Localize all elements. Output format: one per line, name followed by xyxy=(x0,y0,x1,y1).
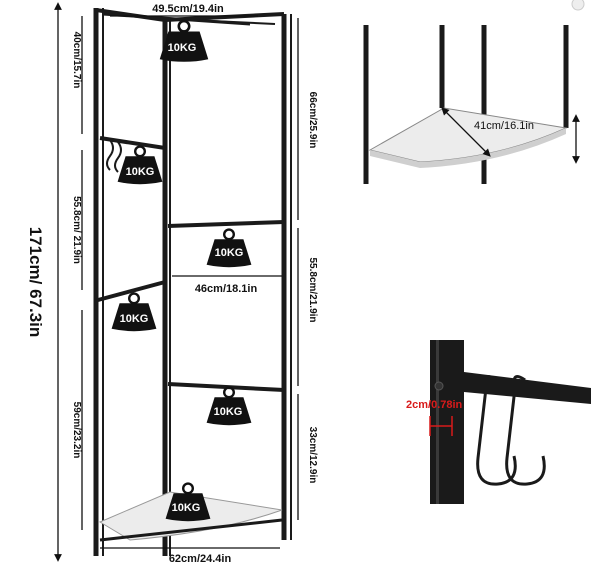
weight-icon: 10KG xyxy=(205,386,253,427)
s-hook-closeup xyxy=(476,374,517,486)
right-top-height-label: 66cm/25.9in xyxy=(307,92,318,149)
corner-rack xyxy=(93,8,292,556)
s-hook-closeup xyxy=(505,374,546,486)
zoom-icon xyxy=(571,0,585,11)
svg-text:10KG: 10KG xyxy=(120,313,149,325)
weight-icon: 10KG xyxy=(205,228,253,269)
s-hook xyxy=(106,139,114,171)
svg-text:10KG: 10KG xyxy=(214,406,243,418)
shelf-detail xyxy=(363,0,585,184)
hook-gap-label: 2cm/0.78in xyxy=(406,399,463,411)
svg-text:10KG: 10KG xyxy=(172,502,201,514)
svg-text:10KG: 10KG xyxy=(168,42,197,54)
top-left-height-label: 40cm/15.7in xyxy=(71,32,82,89)
weight-icon: 10KG xyxy=(164,482,212,523)
svg-text:10KG: 10KG xyxy=(126,166,155,178)
left-mid-height-label: 55.8cm/ 21.9in xyxy=(71,196,82,264)
dimension-lines xyxy=(54,2,299,562)
hook-detail xyxy=(429,340,591,504)
weight-icon: 10KG xyxy=(110,292,158,333)
weight-icon: 10KG xyxy=(116,145,164,186)
detail-shelf xyxy=(368,107,568,163)
right-rail-lower xyxy=(167,382,285,392)
base-width-label: 62cm/24.4in xyxy=(169,553,232,564)
top-width-label: 49.5cm/19.4in xyxy=(152,3,224,15)
right-rail-upper xyxy=(167,220,285,228)
right-mid-height-label: 55.8cm/21.9in xyxy=(307,257,318,322)
svg-text:10KG: 10KG xyxy=(215,247,244,259)
right-bottom-height-label: 33cm/12.9in xyxy=(307,427,318,484)
shelf-depth-label: 41cm/16.1in xyxy=(474,120,534,132)
left-rail-upper xyxy=(99,136,166,150)
mid-width-label: 46cm/18.1in xyxy=(195,283,258,295)
s-hook xyxy=(114,141,122,173)
total-height-label: 171cm/ 67.3in xyxy=(26,227,45,338)
left-rail-lower xyxy=(97,280,166,302)
weight-icon: 10KG xyxy=(158,19,210,64)
left-bottom-height-label: 59cm/23.2in xyxy=(71,402,82,459)
